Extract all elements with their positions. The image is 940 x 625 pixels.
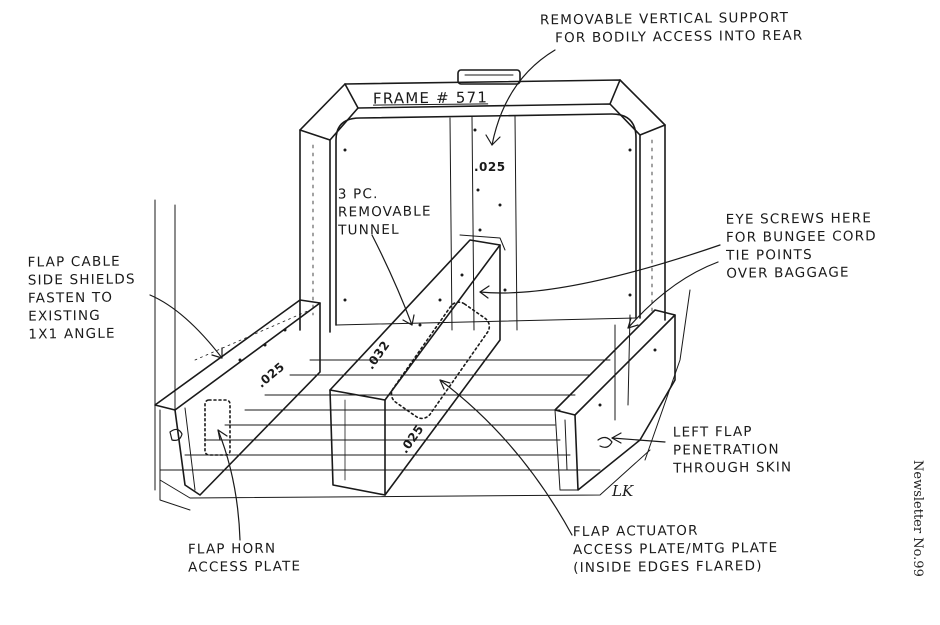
eye-screws-line-1: EYE SCREWS HERE [725, 210, 873, 228]
frame-label: FRAME # 571 [373, 88, 488, 107]
flap-horn-label: FLAP HORN ACCESS PLATE [188, 539, 302, 576]
flap-actuator-line-3: (INSIDE EDGES FLARED) [573, 558, 763, 577]
flap-actuator-line-1: FLAP ACTUATOR [572, 522, 699, 541]
left-flap-line-1: LEFT FLAP [672, 423, 753, 441]
inner-window [335, 113, 637, 331]
eye-screws-label: EYE SCREWS HERE FOR BUNGEE CORD TIE POIN… [726, 209, 878, 283]
removable-support-line-2: FOR BODILY ACCESS INTO REAR [555, 27, 804, 47]
side-shields-line-2: SIDE SHIELDS [27, 271, 136, 289]
left-flap-line-3: THROUGH SKIN [673, 459, 793, 477]
outer-frame [299, 79, 666, 333]
artist-initials: LK [612, 482, 634, 500]
newsletter-caption: Newsletter No.99 [910, 460, 925, 577]
tunnel-line-1: 3 PC. [337, 186, 379, 203]
top-handle [457, 69, 521, 85]
flap-horn-line-1: FLAP HORN [187, 540, 277, 558]
side-shields-line-5: 1X1 ANGLE [28, 325, 116, 343]
eye-screws-line-4: OVER BAGGAGE [726, 264, 850, 282]
eye-screws-line-3: TIE POINTS [726, 246, 813, 264]
right-side-shield [554, 289, 691, 491]
leader-lines [149, 49, 721, 541]
tunnel-line-2: REMOVABLE [337, 203, 432, 221]
flap-actuator-line-2: ACCESS PLATE/MTG PLATE [572, 539, 779, 559]
left-flap-label: LEFT FLAP PENETRATION THROUGH SKIN [673, 422, 793, 477]
center-panel-thickness: .025 [474, 160, 506, 174]
side-shields-line-1: FLAP CABLE [27, 253, 121, 271]
flap-horn-line-2: ACCESS PLATE [188, 558, 302, 576]
side-shields-label: FLAP CABLE SIDE SHIELDS FASTEN TO EXISTI… [28, 252, 137, 343]
eye-screws-line-2: FOR BUNGEE CORD [725, 228, 877, 246]
removable-support-label: REMOVABLE VERTICAL SUPPORT FOR BODILY AC… [540, 9, 804, 48]
tunnel [329, 234, 506, 496]
side-shields-line-3: FASTEN TO [27, 289, 114, 307]
rivets [238, 128, 657, 407]
side-shields-line-4: EXISTING [28, 307, 101, 325]
flap-actuator-label: FLAP ACTUATOR ACCESS PLATE/MTG PLATE (IN… [573, 521, 779, 577]
floor [159, 359, 651, 499]
tunnel-label: 3 PC. REMOVABLE TUNNEL [338, 185, 432, 240]
left-side-shield [154, 299, 321, 511]
frame-number: FRAME # 571 [372, 88, 489, 108]
left-flap-line-2: PENETRATION [672, 441, 780, 459]
tunnel-line-3: TUNNEL [338, 221, 400, 239]
